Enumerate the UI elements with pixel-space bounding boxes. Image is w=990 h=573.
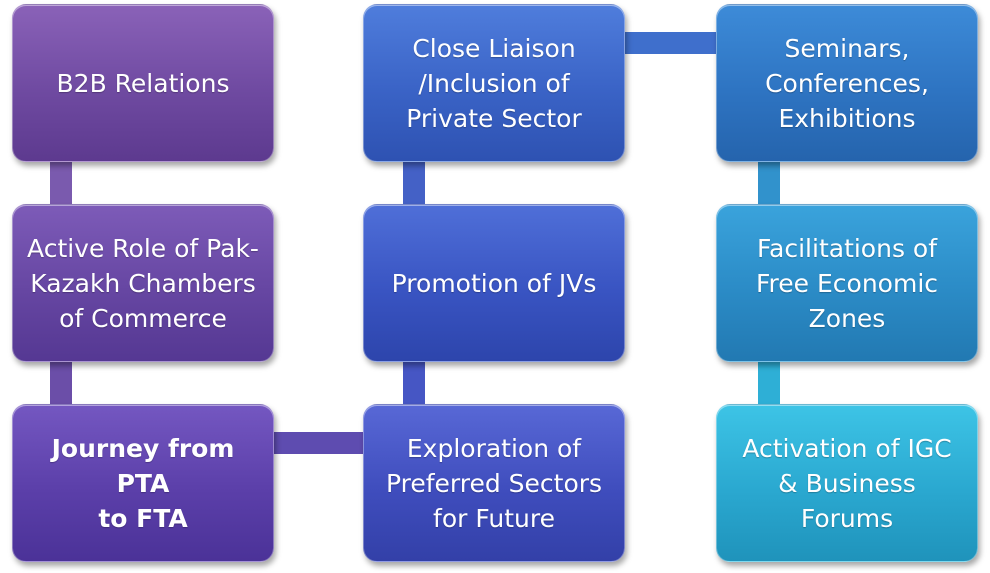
box-line: Journey from PTA — [51, 433, 235, 498]
box-line: of Commerce — [59, 303, 227, 333]
box-free-economic-zones: Facilitations of Free Economic Zones — [716, 204, 978, 362]
box-line: for Future — [433, 503, 555, 533]
connector-b2b-chambers — [50, 160, 72, 206]
box-line: Private Sector — [406, 103, 582, 133]
box-line: Zones — [808, 303, 886, 333]
box-line: Exploration of — [406, 433, 582, 463]
connector-seminars-zones — [758, 160, 780, 206]
box-line: /Inclusion of — [418, 68, 570, 98]
box-line: Exhibitions — [778, 103, 916, 133]
box-b2b-relations: B2B Relations — [12, 4, 274, 162]
box-line: Forums — [800, 503, 894, 533]
box-line: Active Role of Pak- — [27, 233, 259, 263]
box-line: Activation of IGC — [742, 433, 952, 463]
box-line: & Business — [778, 468, 916, 498]
box-close-liaison: Close Liaison /Inclusion of Private Sect… — [363, 4, 625, 162]
box-line: to FTA — [98, 503, 188, 533]
box-line: Free Economic — [755, 268, 939, 298]
box-line: Promotion of JVs — [391, 268, 597, 298]
box-line: B2B Relations — [56, 68, 230, 98]
box-igc-business-forums: Activation of IGC & Business Forums — [716, 404, 978, 562]
box-exploration-sectors: Exploration of Preferred Sectors for Fut… — [363, 404, 625, 562]
box-line: Close Liaison — [412, 33, 576, 63]
connector-jvs-liaison — [403, 160, 425, 206]
connector-zones-igc — [758, 360, 780, 406]
box-line: Conferences, — [765, 68, 929, 98]
connector-exploration-jvs — [403, 360, 425, 406]
connector-chambers-journey — [50, 360, 72, 406]
connector-journey-exploration — [272, 432, 365, 454]
box-line: Preferred Sectors — [385, 468, 603, 498]
box-line: Kazakh Chambers — [30, 268, 256, 298]
box-chambers-of-commerce: Active Role of Pak- Kazakh Chambers of C… — [12, 204, 274, 362]
box-journey-pta-fta: Journey from PTA to FTA — [12, 404, 274, 562]
connector-liaison-seminars — [623, 32, 718, 54]
box-seminars: Seminars, Conferences, Exhibitions — [716, 4, 978, 162]
box-line: Facilitations of — [756, 233, 938, 263]
box-promotion-jvs: Promotion of JVs — [363, 204, 625, 362]
box-line: Seminars, — [784, 33, 910, 63]
